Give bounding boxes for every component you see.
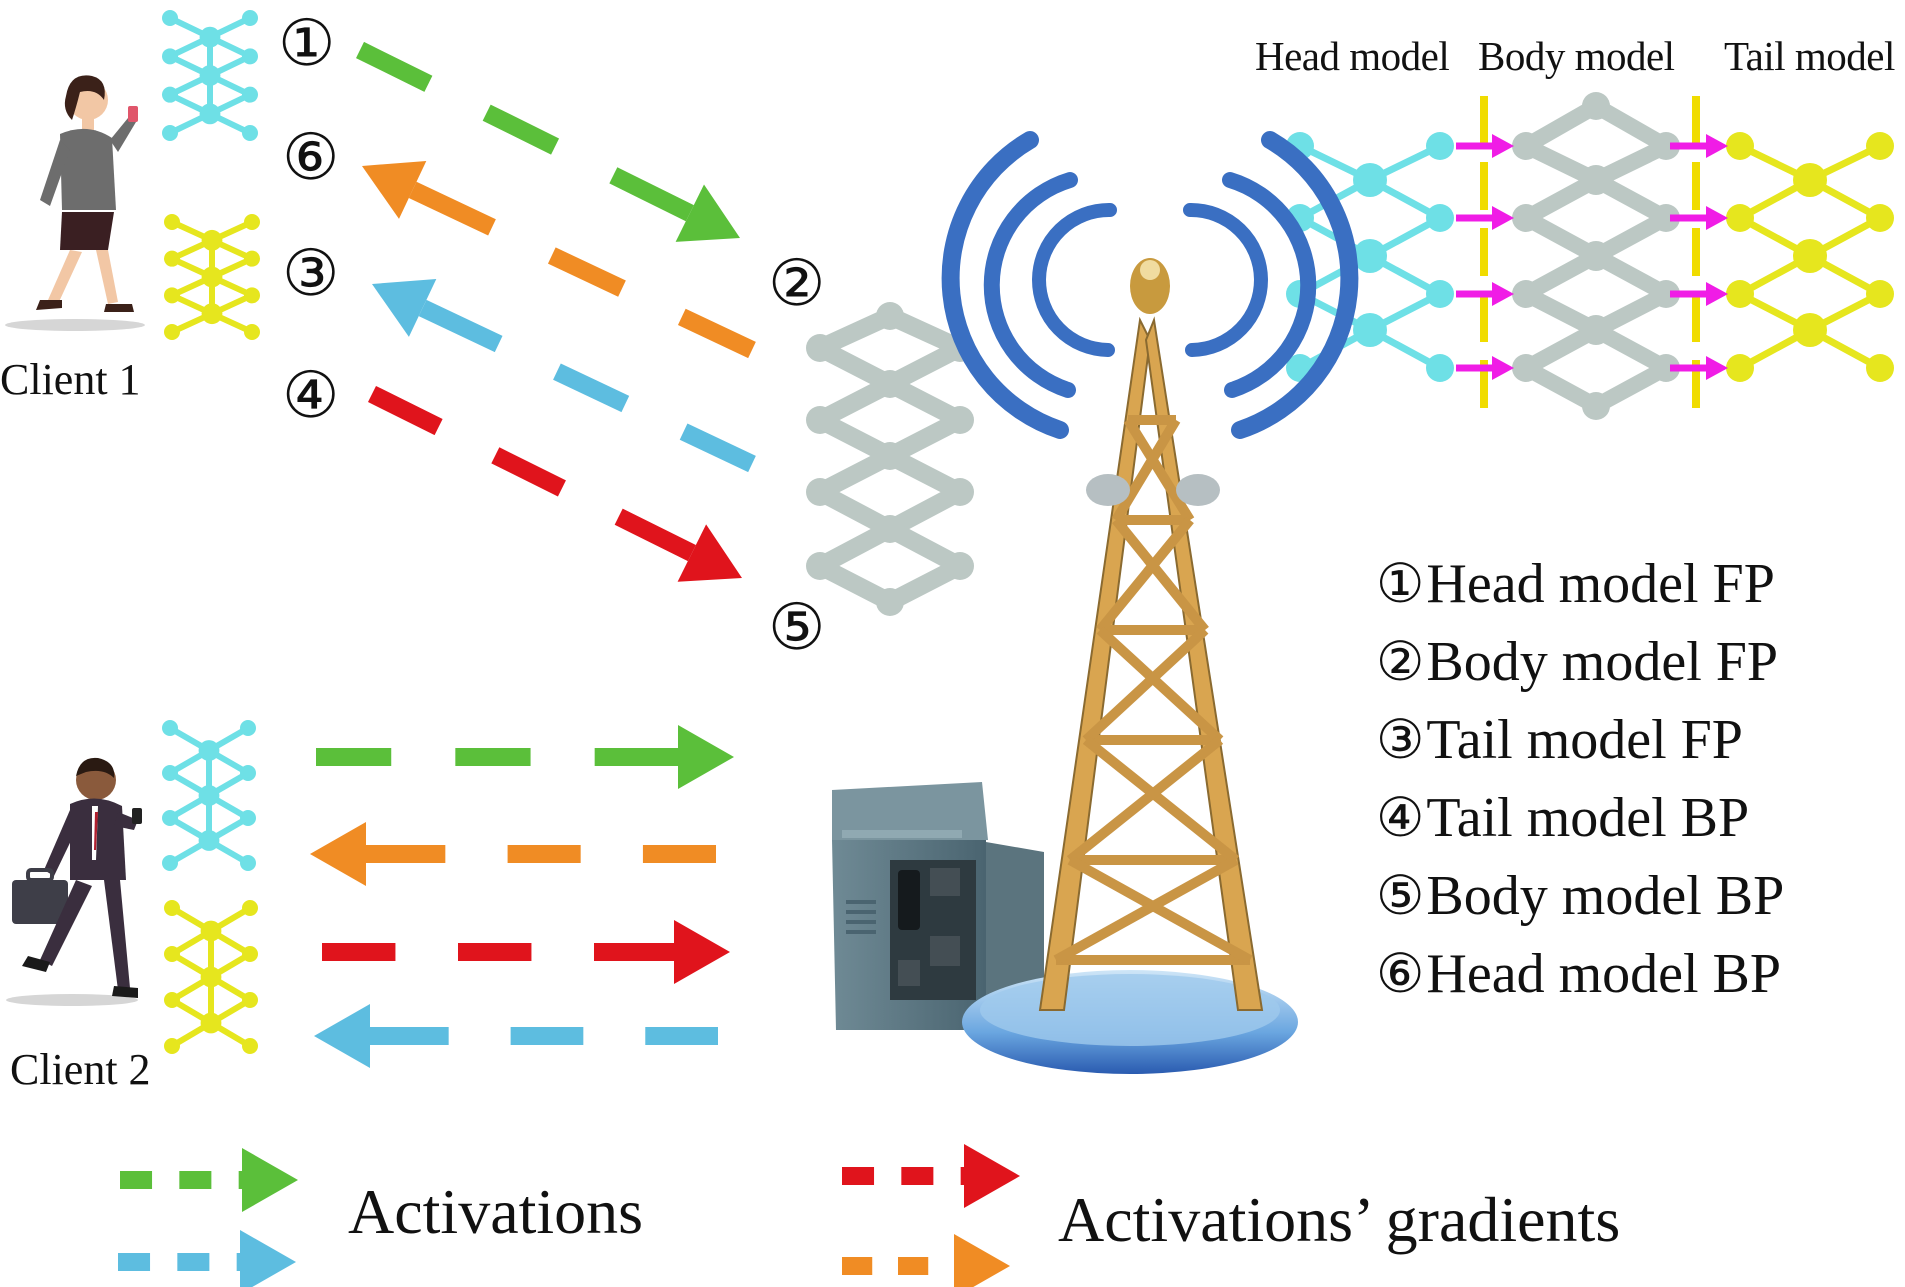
step-text: Tail model BP bbox=[1426, 787, 1750, 849]
step-marker-1: ① bbox=[278, 7, 336, 81]
client2-head-net-icon bbox=[162, 720, 256, 871]
arrow-bp-client2-orange bbox=[310, 822, 716, 886]
body-model-header: Body model bbox=[1478, 33, 1675, 79]
step-marker-2: ② bbox=[768, 247, 826, 321]
legend-arrow-red bbox=[842, 1144, 1020, 1208]
server-body-net-icon bbox=[806, 302, 974, 616]
client2-person-icon bbox=[6, 757, 142, 1006]
arrow-bp-client2-red bbox=[322, 920, 730, 984]
base-station-tower-icon bbox=[962, 258, 1298, 1074]
arrow-tail-fp-client1 bbox=[372, 279, 756, 473]
client2-tail-net-icon bbox=[164, 900, 258, 1054]
step-num: ③ bbox=[1376, 708, 1425, 771]
step-num: ⑥ bbox=[1376, 942, 1425, 1005]
step-item-1: ①Head model FP bbox=[1376, 556, 1775, 612]
step-marker-5: ⑤ bbox=[768, 591, 826, 665]
client1-tail-net-icon bbox=[164, 214, 260, 340]
step-item-6: ⑥Head model BP bbox=[1376, 946, 1781, 1002]
tail-model-net-icon bbox=[1726, 132, 1894, 382]
legend-arrow-green bbox=[120, 1148, 298, 1212]
step-marker-6: ⑥ bbox=[282, 121, 340, 195]
client1-person-icon bbox=[5, 75, 145, 331]
client2-label: Client 2 bbox=[10, 1045, 151, 1094]
step-item-5: ⑤Body model BP bbox=[1376, 868, 1784, 924]
legend-activations-label: Activations bbox=[348, 1176, 644, 1247]
client1-head-net-icon bbox=[162, 10, 258, 141]
tail-model-header: Tail model bbox=[1724, 33, 1895, 79]
step-num: ① bbox=[1376, 552, 1425, 615]
signal-waves-icon bbox=[941, 131, 1359, 439]
legend-arrow-blue bbox=[118, 1230, 296, 1287]
step-marker-3: ③ bbox=[282, 237, 340, 311]
arrow-tail-bp-client1 bbox=[367, 385, 742, 582]
model-dividers bbox=[1480, 96, 1700, 416]
step-item-2: ②Body model FP bbox=[1376, 634, 1778, 690]
step-num: ④ bbox=[1376, 786, 1425, 849]
arrow-head-bp-client1 bbox=[362, 160, 756, 359]
step-text: Tail model FP bbox=[1426, 709, 1743, 771]
body-model-net-icon bbox=[1512, 92, 1680, 420]
legend-gradients-label: Activations’ gradients bbox=[1058, 1184, 1621, 1255]
step-num: ② bbox=[1376, 630, 1425, 693]
step-num: ⑤ bbox=[1376, 864, 1425, 927]
head-model-header: Head model bbox=[1255, 33, 1450, 79]
arrow-fp-client2-blue bbox=[314, 1004, 718, 1068]
step-item-4: ④Tail model BP bbox=[1376, 790, 1749, 846]
magenta-link-arrows bbox=[1456, 134, 1728, 380]
step-marker-4: ④ bbox=[282, 359, 340, 433]
step-text: Body model FP bbox=[1426, 631, 1779, 693]
server-cabinet-icon bbox=[832, 782, 1044, 1030]
step-item-3: ③Tail model FP bbox=[1376, 712, 1743, 768]
step-text: Head model BP bbox=[1426, 943, 1782, 1005]
step-text: Head model FP bbox=[1426, 553, 1775, 615]
arrow-fp-client2-green bbox=[316, 725, 734, 789]
client1-label: Client 1 bbox=[0, 355, 141, 404]
legend-arrow-orange bbox=[842, 1234, 1010, 1287]
arrow-head-fp-client1 bbox=[356, 41, 740, 242]
step-text: Body model BP bbox=[1426, 865, 1785, 927]
